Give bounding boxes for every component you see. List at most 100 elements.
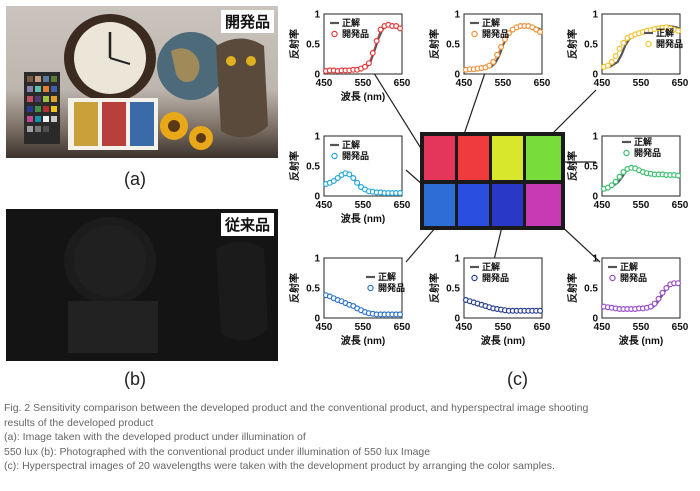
data-point — [537, 29, 544, 36]
data-point — [397, 311, 404, 318]
data-point — [354, 179, 361, 186]
legend-label: 開発品 — [378, 282, 405, 293]
x-tick-label: 550 — [633, 200, 650, 211]
data-point — [373, 37, 380, 44]
y-tick-label: 0 — [454, 70, 460, 81]
x-tick-label: 650 — [534, 322, 551, 333]
caption-line: 550 lux (b): Photographed with the conve… — [4, 445, 431, 458]
legend-label: 開発品 — [482, 272, 509, 283]
legend-swatch — [645, 40, 652, 48]
data-point — [620, 169, 627, 176]
y-tick-label: 0 — [314, 70, 320, 81]
x-tick-label: 650 — [672, 78, 689, 89]
y-tick-label: 0 — [592, 70, 598, 81]
x-tick-label: 650 — [394, 78, 411, 89]
x-tick-label: 550 — [355, 200, 372, 211]
data-point — [608, 58, 615, 65]
x-tick-label: 450 — [594, 322, 611, 333]
x-tick-label: 450 — [456, 78, 473, 89]
data-point — [490, 58, 497, 65]
x-tick-label: 550 — [495, 78, 512, 89]
sample-green — [526, 136, 561, 180]
callout-line — [371, 69, 423, 151]
x-tick-label: 550 — [495, 322, 512, 333]
legend-label: 正解 — [656, 27, 674, 38]
y-tick-label: 0 — [314, 192, 320, 203]
x-tick-label: 650 — [394, 322, 411, 333]
legend-label: 開発品 — [342, 150, 369, 161]
legend-label: 開発品 — [482, 28, 509, 39]
y-tick-label: 0.5 — [584, 162, 598, 173]
legend-label: 正解 — [620, 261, 638, 272]
legend-swatch — [609, 274, 616, 282]
x-axis-label: 波長 (nm) — [481, 334, 525, 347]
y-axis-label: 反射率 — [566, 151, 579, 181]
data-point — [505, 30, 512, 37]
owl-silhouette — [216, 241, 268, 341]
data-point — [361, 63, 368, 70]
owl-figurine — [216, 38, 268, 138]
y-tick-label: 1 — [454, 254, 460, 265]
x-axis-label: 波長 (nm) — [619, 334, 663, 347]
x-axis-label: 波長 (nm) — [341, 334, 385, 347]
data-point — [663, 285, 670, 292]
caption-line: (c): Hyperspectral images of 20 waveleng… — [4, 460, 555, 472]
still-life-scene — [24, 14, 268, 150]
color-sample-image — [420, 132, 565, 230]
dark-scene — [64, 217, 268, 353]
x-tick-label: 650 — [394, 200, 411, 211]
y-axis-label: 反射率 — [428, 273, 441, 303]
x-axis-label: 波長 (nm) — [341, 90, 385, 103]
data-point — [612, 178, 619, 185]
panel-b-label: (b) — [124, 369, 146, 389]
x-tick-label: 650 — [672, 200, 689, 211]
data-point — [675, 280, 682, 287]
x-axis-label: 波長 (nm) — [341, 212, 385, 225]
caption-line: (a): Image taken with the developed prod… — [4, 431, 306, 443]
sample-light-blue — [424, 184, 455, 226]
legend-label: 正解 — [634, 136, 652, 147]
data-point — [501, 36, 508, 43]
y-tick-label: 1 — [314, 132, 320, 143]
caption-line: results of the developed product — [4, 416, 154, 429]
data-point — [647, 303, 654, 310]
data-point — [612, 52, 619, 59]
data-point — [604, 62, 611, 69]
data-point — [608, 182, 615, 189]
developed-product-tag: 開発品 — [220, 10, 274, 33]
y-tick-label: 0.5 — [584, 40, 598, 51]
y-tick-label: 0.5 — [446, 284, 460, 295]
legend-swatch — [367, 284, 374, 292]
data-point — [330, 178, 337, 185]
data-point — [537, 307, 544, 314]
data-point — [498, 43, 505, 50]
data-point — [397, 25, 404, 32]
sample-purple — [526, 184, 561, 226]
conventional-product-tag: 従来品 — [220, 213, 274, 236]
x-tick-label: 650 — [672, 322, 689, 333]
y-tick-label: 1 — [592, 254, 598, 265]
legend-label: 開発品 — [634, 147, 661, 158]
sample-red-orange — [458, 136, 489, 180]
x-tick-label: 450 — [316, 78, 333, 89]
legend-label: 正解 — [482, 261, 500, 272]
y-tick-label: 1 — [454, 10, 460, 21]
y-axis-label: 反射率 — [288, 29, 301, 59]
data-point — [494, 51, 501, 58]
legend-swatch — [471, 274, 478, 282]
panel-a-label: (a) — [124, 169, 146, 189]
data-point — [651, 300, 658, 307]
data-point — [350, 175, 357, 182]
y-axis-label: 反射率 — [566, 273, 579, 303]
data-point — [346, 171, 353, 178]
color-checker-patches — [27, 76, 57, 132]
caption-line: Fig. 2 Sensitivity comparison between th… — [4, 402, 589, 414]
playing-card — [102, 102, 126, 146]
